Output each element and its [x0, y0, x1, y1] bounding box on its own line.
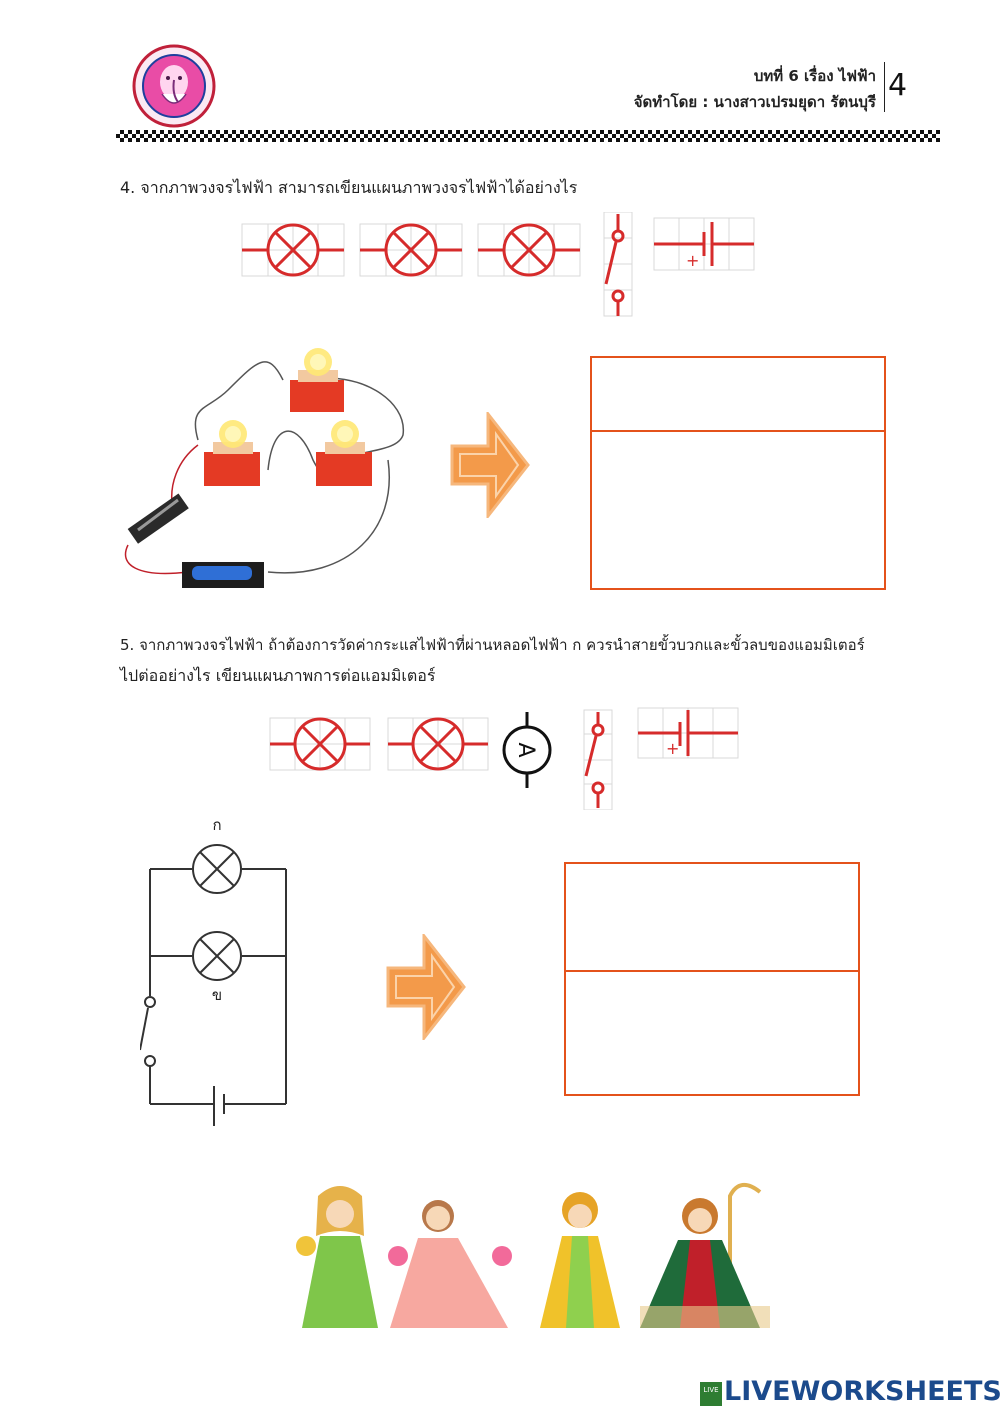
- school-logo: [132, 44, 216, 128]
- author-line: จัดทำโดย : นางสาวเปรมยุดา รัตนบุรี: [633, 93, 876, 111]
- princess-red-green: [640, 1183, 770, 1328]
- question-5-line-2: ไปต่ออย่างไร เขียนแผนภาพการต่อแอมมิเตอร์: [120, 666, 436, 685]
- question-5-line-1: 5. จากภาพวงจรไฟฟ้า ถ้าต้องการวัดค่ากระแส…: [120, 636, 865, 654]
- checkered-border: [116, 130, 940, 142]
- liveworksheets-brand[interactable]: LIVEWORKSHEETS: [724, 1376, 1000, 1407]
- q5-arrow: [386, 931, 466, 1043]
- lamp-a-label: ก: [212, 816, 221, 834]
- q4-arrow: [450, 409, 530, 521]
- princess-yellow: [540, 1192, 620, 1328]
- header-divider: [884, 62, 885, 112]
- bulb-board-right: [316, 420, 372, 486]
- page-number: 4: [888, 68, 908, 103]
- bulb-board-top: [290, 348, 344, 412]
- liveworksheets-badge: LIVE: [700, 1382, 722, 1406]
- q4-battery-plus: +: [686, 251, 699, 270]
- princess-pink: [388, 1200, 512, 1328]
- q4-symbols: +: [240, 211, 760, 320]
- q4-answer-box[interactable]: [590, 356, 886, 590]
- brand-badge-text: LIVE: [703, 1386, 719, 1394]
- ammeter-symbol: [502, 712, 552, 788]
- lamp-b-label: ข: [212, 986, 222, 1004]
- chapter-title: บทที่ 6 เรื่อง ไฟฟ้า: [753, 67, 876, 85]
- q5-answer-box[interactable]: [564, 862, 860, 1096]
- q5-circuit-diagram: ก ข: [139, 810, 300, 1130]
- princess-figures: [290, 1176, 770, 1332]
- q4-circuit-illustration: [118, 340, 408, 590]
- knife-switch: [127, 493, 189, 544]
- battery-holder: [182, 562, 264, 588]
- bulb-board-left: [204, 420, 260, 486]
- q5-symbols: A +: [268, 706, 742, 811]
- princess-green: [296, 1186, 378, 1328]
- q5-battery-plus: +: [666, 739, 679, 758]
- ammeter-letter: A: [513, 742, 538, 757]
- question-4-text: 4. จากภาพวงจรไฟฟ้า สามารถเขียนแผนภาพวงจร…: [120, 178, 578, 197]
